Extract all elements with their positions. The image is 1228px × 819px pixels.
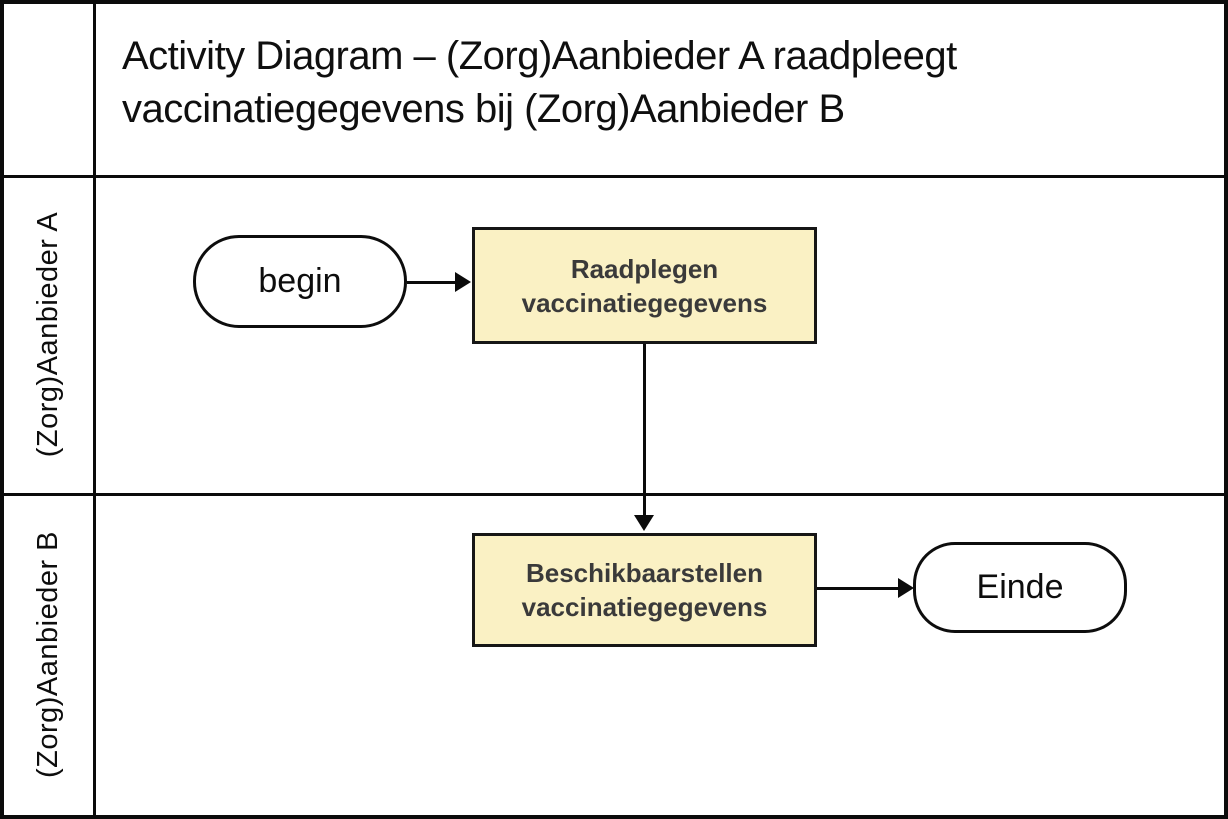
- activity-node-beschikbaarstellen-vaccinatiegegevens: Beschikbaarstellen vaccinatiegegevens: [472, 533, 817, 647]
- activity-node-raadplegen-vaccinatiegegevens: Raadplegen vaccinatiegegevens: [472, 227, 817, 344]
- swimlane-aanbieder-b: (Zorg)Aanbieder B: [4, 493, 93, 815]
- arrowhead-down-icon: [634, 515, 654, 531]
- end-node: Einde: [913, 542, 1127, 633]
- edge-raadplegen-to-beschikbaarstellen: [643, 344, 646, 516]
- activity-b-label-line1: Beschikbaarstellen: [525, 558, 763, 588]
- activity-b-label-line2: vaccinatiegegevens: [521, 592, 768, 622]
- edge-begin-to-raadplegen: [407, 281, 457, 284]
- end-node-label: Einde: [976, 568, 1064, 606]
- swimlane-divider: [4, 493, 1224, 496]
- arrowhead-right-icon: [898, 578, 914, 598]
- edge-beschikbaarstellen-to-einde: [817, 587, 899, 590]
- title-row-divider: [4, 175, 1224, 178]
- start-node: begin: [193, 235, 407, 328]
- diagram-title: Activity Diagram – (Zorg)Aanbieder A raa…: [122, 30, 957, 136]
- diagram-title-line2: vaccinatiegegevens bij (Zorg)Aanbieder B: [122, 87, 845, 131]
- diagram-title-line1: Activity Diagram – (Zorg)Aanbieder A raa…: [122, 34, 957, 78]
- activity-a-label-line1: Raadplegen: [570, 253, 719, 284]
- arrowhead-right-icon: [455, 272, 471, 292]
- swimlane-aanbieder-a: (Zorg)Aanbieder A: [4, 175, 93, 493]
- start-node-label: begin: [258, 262, 342, 300]
- activity-a-label-line2: vaccinatiegegevens: [521, 287, 768, 318]
- lane-label-column-divider: [93, 4, 96, 815]
- swimlane-label-b: (Zorg)Aanbieder B: [32, 530, 64, 779]
- swimlane-label-a: (Zorg)Aanbieder A: [32, 211, 64, 457]
